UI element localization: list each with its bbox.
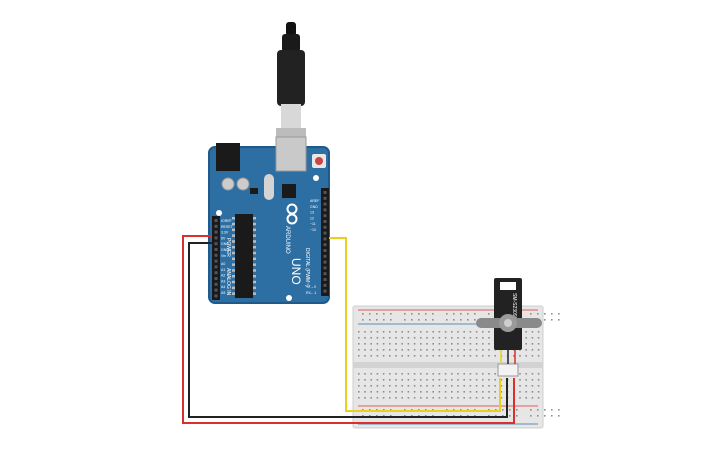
power-label: POWER — [225, 238, 231, 257]
pin-label: GND — [221, 248, 229, 252]
digital-header[interactable] — [321, 188, 329, 296]
capacitor — [221, 177, 235, 191]
power-header[interactable] — [212, 216, 220, 300]
pin-label: GND — [221, 242, 229, 246]
analog-label: ANALOG IN — [225, 268, 231, 296]
usb-port — [275, 136, 307, 172]
pin-label: A5 — [221, 291, 225, 295]
digital-label: DIGITAL (PWM~) — [304, 248, 310, 287]
servo-model-label: SM-S2309S — [511, 293, 517, 321]
pin-label: ~11 — [310, 222, 316, 226]
pin-label: IOREF — [221, 219, 232, 223]
pin-label: 13 — [310, 211, 314, 215]
arduino-uno-board[interactable]: ARDUINO UNO POWER ANALOG IN DIGITAL (PWM… — [208, 136, 330, 304]
wire-yellow[interactable] — [329, 237, 501, 412]
usb-cable[interactable] — [276, 22, 306, 138]
pin-label: 12 — [310, 216, 314, 220]
wire-red[interactable] — [182, 235, 515, 424]
pin-label: A0 — [221, 262, 225, 266]
crystal — [264, 174, 274, 200]
pin-label: 5V — [221, 236, 226, 240]
pin-label: ~10 — [310, 228, 316, 232]
pin-label: A2 — [221, 274, 225, 278]
pin-label: A4 — [221, 285, 225, 289]
pin-label: AREF — [310, 199, 319, 203]
arduino-logo — [286, 203, 298, 225]
pin-label: RESET — [221, 225, 234, 229]
pin-label: Vin — [221, 254, 226, 258]
board-model-text: UNO — [289, 258, 303, 285]
micro-servo[interactable]: SM-S2309S — [476, 278, 542, 377]
wire-black[interactable] — [188, 242, 508, 418]
capacitor — [236, 177, 250, 191]
pin-label: RX←1 — [306, 291, 316, 295]
power-jack — [216, 143, 240, 171]
atmega-chip — [235, 214, 253, 298]
pin-label: A1 — [221, 268, 225, 272]
pin-label: A3 — [221, 279, 225, 283]
pin-label: 3.3V — [221, 231, 229, 235]
pin-label: GND — [310, 205, 318, 209]
board-logo-text: ARDUINO — [284, 226, 290, 254]
pin-label: TX→0 — [306, 285, 316, 289]
servo-horn[interactable] — [476, 314, 542, 332]
